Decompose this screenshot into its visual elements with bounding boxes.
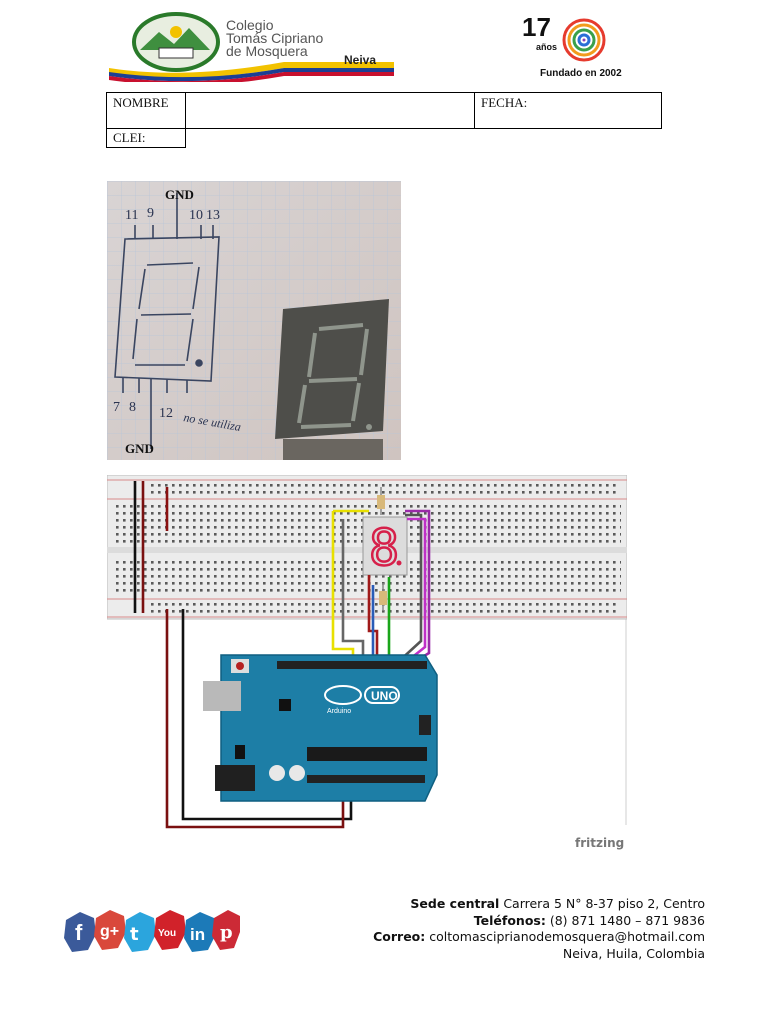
- fingerprint-icon: [562, 18, 606, 62]
- telefonos-value: (8) 871 1480 – 871 9836: [549, 912, 705, 928]
- usb-port: [203, 681, 241, 711]
- telefonos-label: Teléfonos:: [473, 912, 546, 928]
- svg-text:You: You: [158, 928, 176, 939]
- founded-text: Fundado en 2002: [540, 68, 622, 79]
- pin-label-9: 9: [147, 206, 154, 221]
- correo-label: Correo:: [373, 929, 426, 944]
- drawn-display: [114, 193, 220, 449]
- gnd-label-bottom: GND: [125, 441, 154, 456]
- svg-text:f: f: [75, 920, 83, 945]
- school-name-line3: de Mosquera: [226, 43, 308, 59]
- linkedin-icon[interactable]: in: [184, 912, 216, 952]
- correo-line: Correo: coltomasciprianodemosquera@hotma…: [373, 929, 705, 946]
- pin-label-10: 10: [189, 208, 203, 223]
- fritzing-watermark: fritzing: [575, 836, 624, 850]
- breadboard-seven-segment: 8: [362, 516, 408, 578]
- anniversary-logo: 17 años Fundado en 2002: [522, 12, 622, 79]
- student-info-table: NOMBRE FECHA: CLEI:: [106, 92, 662, 148]
- contact-info: Sede central Carrera 5 N° 8-37 piso 2, C…: [373, 896, 705, 962]
- circuit-diagram: 8 U: [107, 475, 627, 850]
- fecha-label[interactable]: FECHA:: [474, 92, 662, 129]
- location-line: Neiva, Huila, Colombia: [562, 945, 705, 961]
- svg-text:in: in: [190, 925, 205, 944]
- anniversary-number: 17: [522, 12, 551, 42]
- twitter-icon[interactable]: t: [124, 912, 156, 952]
- nombre-label: NOMBRE: [106, 92, 186, 129]
- anniversary-unit: años: [536, 42, 557, 52]
- svg-text:p: p: [220, 922, 233, 943]
- arduino-board: UNO Arduino: [203, 654, 438, 802]
- reset-button[interactable]: [236, 662, 244, 670]
- pin-label-13: 13: [206, 208, 220, 223]
- svg-text:t: t: [130, 924, 139, 945]
- seven-segment-component: [275, 299, 389, 460]
- pin-label-7: 7: [113, 400, 120, 415]
- youtube-icon[interactable]: You: [154, 910, 186, 950]
- analog-header: [307, 775, 425, 783]
- svg-text:g+: g+: [100, 923, 119, 940]
- board-label: UNO: [371, 689, 398, 703]
- pin-label-12: 12: [159, 406, 173, 421]
- facebook-icon[interactable]: f: [64, 912, 96, 952]
- sede-value: Carrera 5 N° 8-37 piso 2, Centro: [503, 896, 705, 911]
- display-digit: 8: [369, 519, 399, 577]
- pin-label-8: 8: [129, 400, 136, 415]
- microcontroller-chip: [307, 747, 427, 761]
- social-icons: f g+ t You in p: [64, 910, 240, 952]
- clei-label[interactable]: CLEI:: [106, 128, 186, 148]
- school-city: Neiva: [344, 53, 376, 67]
- gnd-label-top: GND: [165, 187, 194, 202]
- digital-header: [277, 661, 427, 669]
- pinterest-icon[interactable]: p: [212, 910, 240, 950]
- seven-segment-photo: 11 9 10 13 7 8 12 no se utiliza GND GND: [107, 181, 401, 460]
- board-brand: Arduino: [327, 708, 351, 715]
- school-name-line2: Tomás Cipriano: [226, 30, 323, 46]
- sede-line: Sede central Carrera 5 N° 8-37 piso 2, C…: [373, 896, 705, 913]
- nombre-field[interactable]: [185, 92, 475, 129]
- correo-value[interactable]: coltomasciprianodemosquera@hotmail.com: [429, 929, 705, 944]
- resistor-top: [377, 487, 385, 515]
- school-logo: Colegio Tomás Cipriano de Mosquera Neiva: [109, 12, 394, 82]
- telefonos-line: Teléfonos: (8) 871 1480 – 871 9836: [373, 913, 705, 930]
- school-name-line1: Colegio: [226, 17, 274, 33]
- resistor-bottom: [379, 583, 387, 611]
- pin-label-11: 11: [125, 208, 138, 223]
- google-plus-icon[interactable]: g+: [94, 910, 126, 950]
- sede-label: Sede central: [410, 896, 500, 911]
- power-jack: [215, 765, 255, 791]
